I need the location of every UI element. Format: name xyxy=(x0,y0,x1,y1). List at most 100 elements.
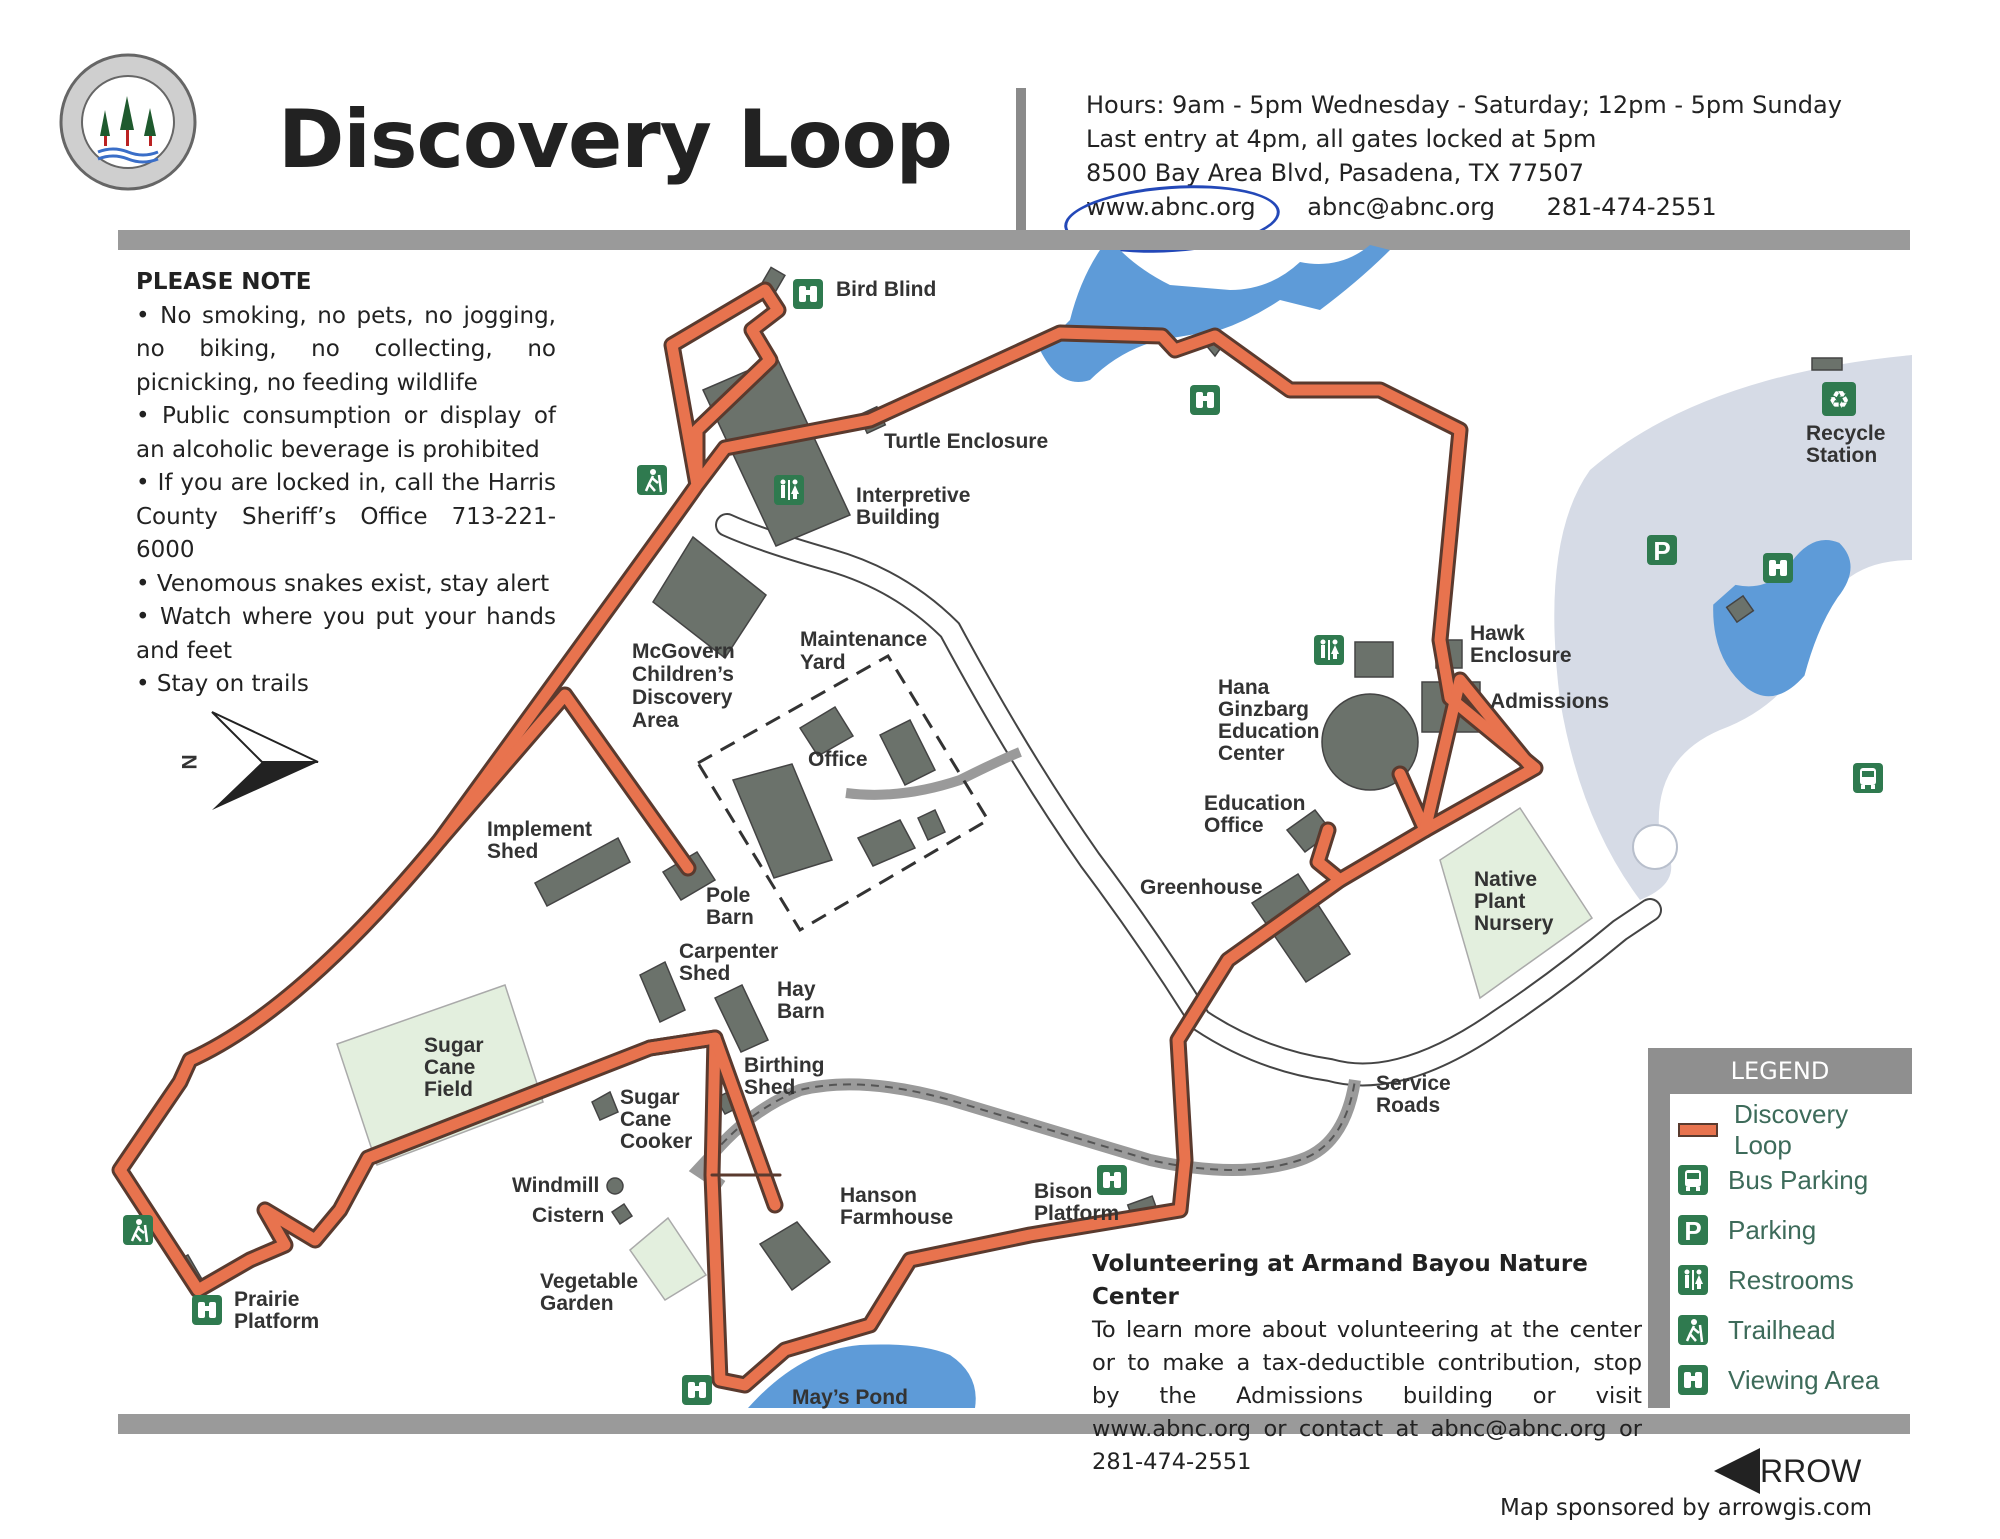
visitor-info: Hours: 9am - 5pm Wednesday - Saturday; 1… xyxy=(1086,88,1842,224)
binoculars-icon xyxy=(1678,1365,1708,1395)
label-mcgovern-3: Discovery xyxy=(632,686,733,709)
note-item: Watch where you put your hands and feet xyxy=(136,601,556,668)
cistern xyxy=(610,1202,634,1226)
legend-item-restrooms: Restrooms xyxy=(1678,1260,1854,1300)
legend-item-discovery-loop: Discovery Loop xyxy=(1678,1099,1912,1160)
carpenter-shed xyxy=(639,960,686,1024)
label-sugar-cane-field-2: Cane xyxy=(424,1056,475,1079)
label-nursery-1: Native xyxy=(1474,868,1537,891)
label-maintenance-2: Yard xyxy=(800,651,846,674)
label-vegetable-1: Vegetable xyxy=(540,1270,638,1293)
volunteer-panel: Volunteering at Armand Bayou Nature Cent… xyxy=(1092,1248,1642,1479)
legend-label: Discovery Loop xyxy=(1734,1099,1849,1160)
note-item: If you are locked in, call the Harris Co… xyxy=(136,467,556,568)
discovery-loop-trail xyxy=(111,281,1544,1394)
bayou-water xyxy=(1040,245,1390,382)
note-item: Stay on trails xyxy=(136,668,556,702)
buildings xyxy=(173,266,1843,1292)
label-birthing-1: Birthing xyxy=(744,1054,824,1077)
note-heading: PLEASE NOTE xyxy=(136,269,312,295)
education-restrooms-icon xyxy=(1314,635,1344,665)
maintenance-garage xyxy=(856,819,917,867)
bird-blind-viewing-icon xyxy=(793,279,823,309)
label-hawk-2: Enclosure xyxy=(1470,644,1572,667)
implement-shed xyxy=(533,836,631,908)
label-interpretive-2: Building xyxy=(856,506,940,529)
volunteer-heading: Volunteering at Armand Bayou Nature Cent… xyxy=(1092,1251,1588,1310)
label-bird-blind: Bird Blind xyxy=(836,278,936,301)
label-recycle-1: Recycle xyxy=(1806,422,1885,445)
label-mcgovern-4: Area xyxy=(632,709,679,732)
tree-logo-icon xyxy=(97,96,159,164)
legend-side-bar xyxy=(1648,1094,1670,1408)
sugar-cane-cooker xyxy=(591,1090,619,1121)
label-nursery-3: Nursery xyxy=(1474,912,1554,935)
address-line: 8500 Bay Area Blvd, Pasadena, TX 77507 xyxy=(1086,159,1584,187)
website-link[interactable]: www.abnc.org xyxy=(1086,193,1256,221)
label-sugar-cane-field-3: Field xyxy=(424,1078,473,1101)
label-hana-1: Hana xyxy=(1218,676,1270,699)
label-sugar-cane-cooker-2: Cane xyxy=(620,1108,671,1131)
label-prairie-2: Platform xyxy=(234,1310,319,1333)
note-item: Venomous snakes exist, stay alert xyxy=(136,568,556,602)
label-service-2: Roads xyxy=(1376,1094,1440,1117)
label-carpenter-2: Shed xyxy=(679,962,730,985)
label-prairie-1: Prairie xyxy=(234,1288,299,1311)
volunteer-body: To learn more about volunteering at the … xyxy=(1092,1317,1642,1475)
map-legend: LEGEND Discovery Loop Bus Parking Parkin… xyxy=(1648,1048,1912,1408)
label-bison-2: Platform xyxy=(1034,1202,1119,1225)
label-implement-2: Shed xyxy=(487,840,538,863)
top-divider-bar xyxy=(118,230,1910,250)
mcgovern-childrens-discovery-area xyxy=(652,535,768,660)
label-hana-4: Center xyxy=(1218,742,1285,765)
label-greenhouse: Greenhouse xyxy=(1140,876,1263,899)
label-windmill: Windmill xyxy=(512,1174,599,1197)
recycle-icon: ♻ xyxy=(1822,382,1856,416)
label-pole-2: Barn xyxy=(706,906,754,929)
south-trailhead-icon xyxy=(121,1213,155,1247)
label-mcgovern-1: McGovern xyxy=(632,640,735,663)
legend-item-bus-parking: Bus Parking xyxy=(1678,1160,1868,1200)
phone-number: 281-474-2551 xyxy=(1546,193,1717,221)
maintenance-small-shed xyxy=(917,808,946,842)
mays-pond-viewing-icon xyxy=(682,1375,712,1405)
label-mcgovern-2: Children’s xyxy=(632,663,734,686)
sugar-cane-field-area xyxy=(336,984,544,1166)
map-labels: Bird Blind Turtle Enclosure Interpretive… xyxy=(234,278,1885,1409)
parking-icon xyxy=(1647,535,1677,566)
email-link[interactable]: abnc@abnc.org xyxy=(1307,193,1495,221)
maintenance-barn xyxy=(878,718,937,787)
label-sugar-cane-cooker-3: Cooker xyxy=(620,1130,692,1153)
entry-line: Last entry at 4pm, all gates locked at 5… xyxy=(1086,125,1597,153)
label-recycle-2: Station xyxy=(1806,444,1877,467)
label-nursery-2: Plant xyxy=(1474,890,1525,913)
trail-line-icon xyxy=(1678,1115,1718,1145)
label-education-office-2: Office xyxy=(1204,814,1264,837)
legend-label: Trailhead xyxy=(1728,1314,1836,1345)
parking-icon xyxy=(1678,1215,1708,1245)
label-sugar-cane-cooker-1: Sugar xyxy=(620,1086,680,1109)
label-hana-2: Ginzbarg xyxy=(1218,698,1309,721)
greenhouse xyxy=(1250,872,1352,984)
pond-viewing-icon xyxy=(1763,553,1793,583)
education-center-annex xyxy=(1354,641,1394,678)
sponsor-credit: Map sponsored by arrowgis.com xyxy=(1500,1495,1873,1521)
hana-ginzbarg-education-center xyxy=(1321,693,1419,791)
page-title: Discovery Loop xyxy=(278,93,953,186)
label-bison-1: Bison xyxy=(1034,1180,1092,1203)
label-turtle-enclosure: Turtle Enclosure xyxy=(884,430,1048,453)
hay-barn xyxy=(713,983,770,1053)
legend-label: Viewing Area xyxy=(1728,1364,1880,1395)
header-divider xyxy=(1016,88,1026,234)
label-hana-3: Education xyxy=(1218,720,1320,743)
bus-parking-icon xyxy=(1853,763,1883,793)
arrow-triangle-icon xyxy=(1714,1448,1760,1494)
label-admissions: Admissions xyxy=(1490,690,1609,713)
legend-item-trailhead: Trailhead xyxy=(1678,1310,1835,1350)
arrow-brand-logo: RROW xyxy=(1714,1448,1861,1494)
label-pole-1: Pole xyxy=(706,884,750,907)
label-hawk-1: Hawk xyxy=(1470,622,1525,645)
bison-viewing-icon xyxy=(1097,1165,1127,1195)
label-hanson-2: Farmhouse xyxy=(840,1206,953,1229)
